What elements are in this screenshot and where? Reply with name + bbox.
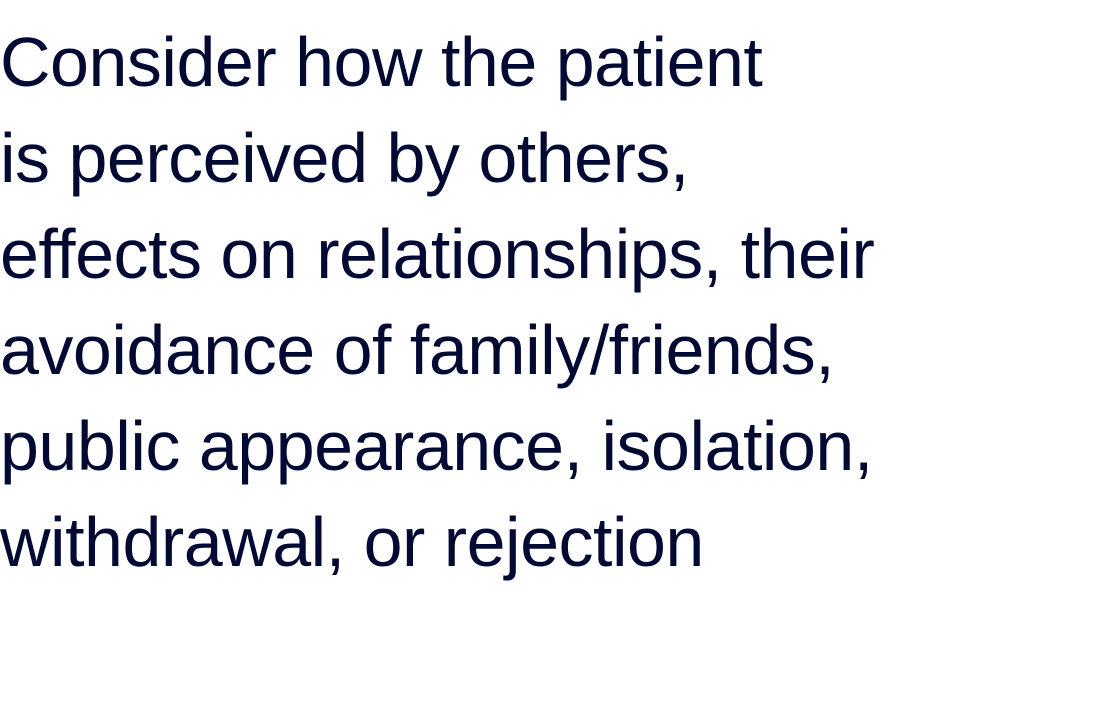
text-line-5: public appearance, isolation, — [0, 407, 873, 485]
text-line-6: withdrawal, or rejection — [0, 503, 704, 581]
text-line-3: effects on relationships, their — [0, 215, 875, 293]
text-line-2: is perceived by others, — [0, 119, 689, 197]
text-line-4: avoidance of family/friends, — [0, 311, 835, 389]
text-line-1: Consider how the patient — [0, 23, 763, 101]
body-text-block: Consider how the patient is perceived by… — [0, 14, 875, 590]
